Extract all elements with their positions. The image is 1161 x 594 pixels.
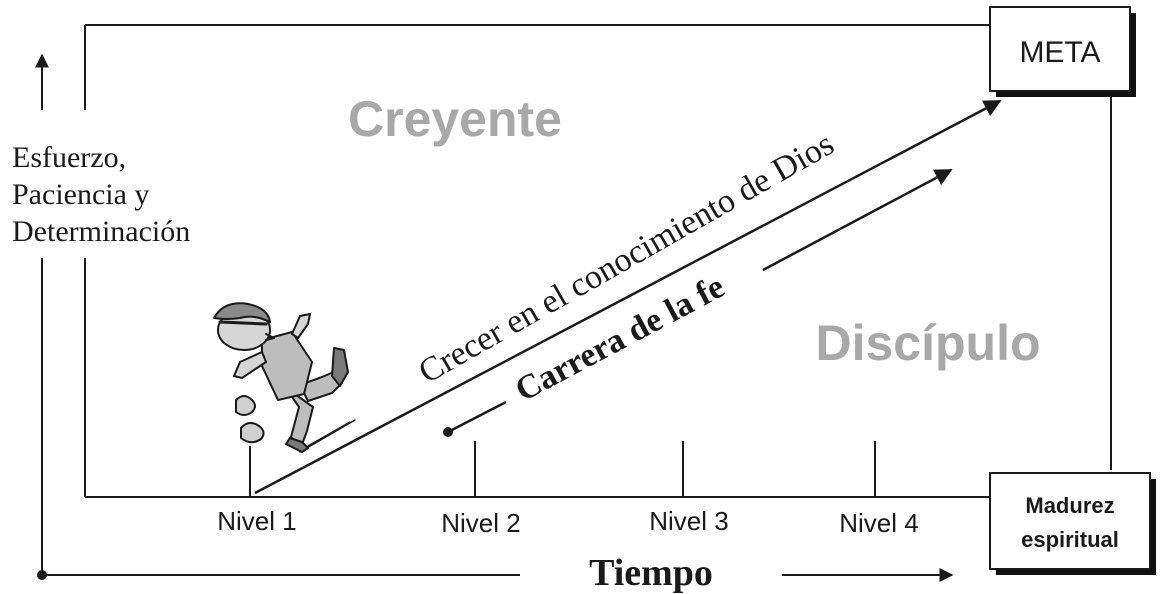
creyente-label: Creyente: [348, 91, 562, 147]
level-label-4: Nivel 4: [839, 508, 918, 538]
runner-icon: [213, 302, 356, 453]
meta-label: META: [1019, 36, 1100, 69]
level-labels: Nivel 1 Nivel 2 Nivel 3 Nivel 4: [217, 506, 918, 538]
madurez-box: Madurez espiritual: [989, 472, 1156, 575]
espiritual-label: espiritual: [1021, 527, 1119, 552]
y-axis-label: Esfuerzo, Paciencia y Determinación: [12, 141, 190, 248]
level-label-3: Nivel 3: [649, 506, 728, 536]
level-ticks: [249, 441, 876, 497]
y-axis-label-line-1: Esfuerzo,: [12, 141, 126, 174]
growth-arrow: [254, 99, 1002, 495]
madurez-label: Madurez: [1025, 493, 1114, 518]
race-arrow: [443, 168, 953, 437]
level-label-2: Nivel 2: [441, 508, 520, 538]
y-axis-label-line-3: Determinación: [12, 215, 190, 248]
y-axis-label-line-2: Paciencia y: [12, 178, 149, 211]
meta-box: META: [989, 6, 1136, 97]
discipulo-label: Discípulo: [815, 315, 1040, 371]
y-axis-arrow: [35, 53, 49, 580]
x-axis-label: Tiempo: [589, 552, 713, 594]
level-label-1: Nivel 1: [217, 506, 296, 536]
main-frame: [84, 24, 1112, 498]
